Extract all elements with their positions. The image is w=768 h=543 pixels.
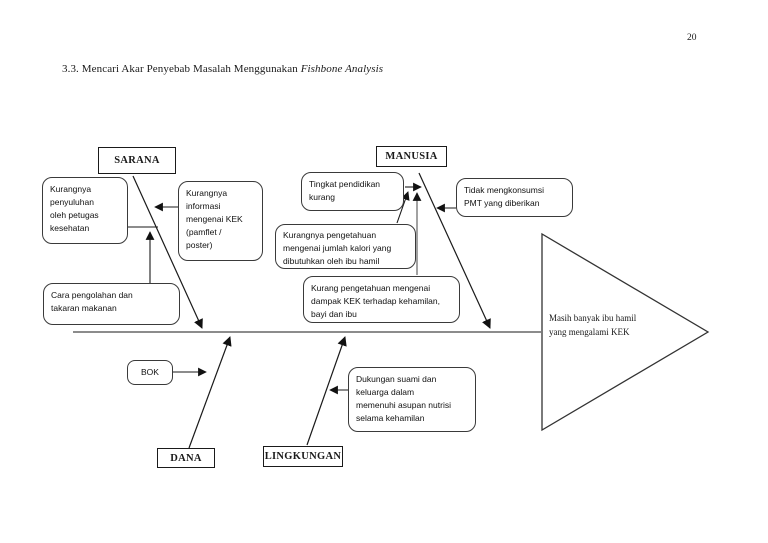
effect-triangle [541,232,710,432]
manusia-branch-line [418,172,491,329]
dana-branch-line [188,336,232,449]
section-heading: 3.3. Mencari Akar Penyebab Masalah Mengg… [62,63,383,75]
effect-text: Masih banyak ibu hamil yang mengalami KE… [549,313,637,337]
category-box-sarana: SARANA [98,147,176,174]
kalori-arrow [396,191,410,224]
cause-box-pmt: Tidak mengkonsumsi PMT yang diberikan [456,178,573,217]
category-box-dana: DANA [157,448,215,468]
cause-box-pendidikan: Tingkat pendidikan kurang [301,172,404,211]
section-heading-text: 3.3. Mencari Akar Penyebab Masalah Mengg… [62,63,301,75]
cause-box-pengolahan: Cara pengolahan dan takaran makanan [43,283,180,325]
sarana-branch-line [132,175,203,329]
cause-box-dukungan: Dukungan suami dan keluarga dalam memenu… [348,367,476,432]
cause-box-kalori: Kurangnya pengetahuan mengenai jumlah ka… [275,224,416,269]
category-box-lingkungan: LINGKUNGAN [263,446,343,467]
cause-box-penyuluhan: Kurangnya penyuluhan oleh petugas keseha… [42,177,128,244]
category-box-manusia: MANUSIA [376,146,447,167]
section-heading-italic-text: Fishbone Analysis [300,63,384,75]
lingkungan-branch-line [306,336,347,446]
cause-box-bok: BOK [127,360,173,385]
cause-box-dampak: Kurang pengetahuan mengenai dampak KEK t… [303,276,460,323]
page-number: 20 [687,33,697,43]
cause-box-informasi: Kurangnya informasi mengenai KEK (pamfle… [178,181,263,261]
